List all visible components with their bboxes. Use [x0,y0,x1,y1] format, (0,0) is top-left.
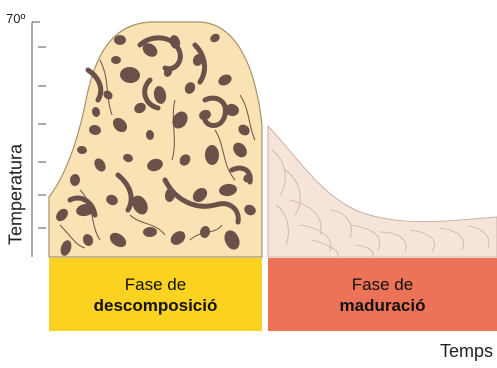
y-axis-max-label: 70º [6,11,25,26]
y-axis-label: Temperatura [6,139,27,251]
phase-maturation-line1: Fase de [352,274,413,295]
maturation-heap [268,126,497,257]
decomposition-heap [49,22,262,257]
x-axis-label: Temps [440,341,493,362]
phase-decomposition-line1: Fase de [125,274,186,295]
phase-maturation-name: maduració [340,295,426,316]
phase-decomposition-box: Fase de descomposició [49,258,262,331]
organic-particle [114,35,126,45]
phase-maturation-box: Fase de maduració [268,258,497,331]
y-axis-ticks [32,22,46,228]
phase-decomposition-name: descomposició [94,295,218,316]
